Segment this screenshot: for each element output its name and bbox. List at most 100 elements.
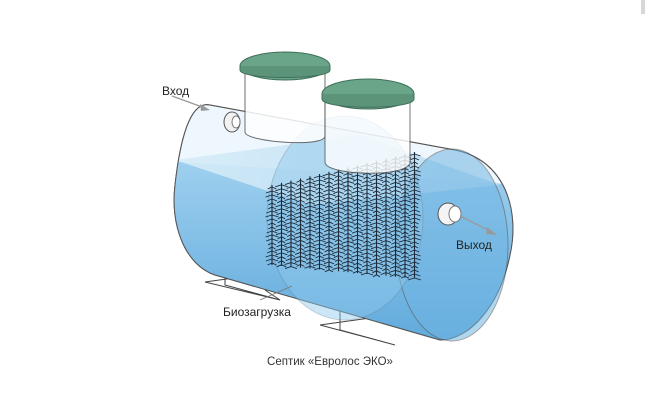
scrollbar-thumb[interactable]: [641, 0, 645, 14]
brush-bristle: [322, 173, 336, 177]
brush-bristle: [313, 175, 326, 179]
brush-bristle: [409, 197, 420, 201]
brush-bristle: [391, 261, 400, 265]
brush-bristle: [410, 205, 419, 209]
brush-bristle: [344, 232, 352, 236]
brush-bristle: [361, 252, 373, 256]
brush-bristle: [275, 252, 288, 256]
brush-bristle: [391, 197, 400, 201]
brush-bristle: [322, 193, 336, 197]
brush-bristle: [361, 244, 373, 248]
brush-bristle: [389, 273, 402, 277]
brush-bristle: [379, 256, 393, 260]
brush-bristle: [277, 236, 286, 240]
brush-bristle: [400, 235, 410, 239]
brush-bristle: [399, 215, 411, 219]
brush-bristle: [391, 193, 400, 197]
brush-bristle: [314, 215, 325, 219]
brush-bristle: [286, 206, 296, 210]
brush-bristle: [407, 277, 422, 281]
brush-bristle: [265, 190, 279, 194]
brush-bristle: [315, 255, 324, 259]
brush-bristle: [350, 234, 365, 238]
inlet-pipe: [223, 111, 241, 133]
brush-bristle: [296, 203, 305, 207]
brush-bristle: [388, 205, 403, 209]
brush-bristle: [381, 228, 391, 232]
brush-bristle: [379, 212, 393, 216]
brush-bristle: [294, 231, 307, 235]
brush-bristle: [332, 267, 345, 271]
brush-bristle: [303, 185, 317, 189]
brush-bristle: [408, 253, 421, 257]
brush-bristle: [287, 190, 295, 193]
brush-bristle: [343, 268, 353, 272]
brush-bristle: [322, 213, 336, 217]
brush-bristle: [325, 225, 333, 229]
brush-bristle: [268, 226, 276, 230]
brush-bristle: [332, 247, 345, 251]
brush-bristle: [334, 259, 343, 262]
brush-bristle: [304, 253, 316, 257]
brush-bristle: [324, 185, 334, 189]
brush-bristle: [333, 191, 344, 195]
brush-bristle: [342, 224, 354, 228]
brush-bristle: [325, 205, 333, 209]
brush-bristle: [380, 260, 392, 264]
brush-bristle: [313, 259, 326, 263]
brush-bristle: [284, 218, 298, 222]
brush-bristle: [353, 242, 362, 246]
brush-bristle: [410, 265, 419, 269]
brush-bristle: [391, 257, 400, 261]
brush-bristle: [287, 210, 295, 213]
brush-bristle: [296, 179, 305, 183]
brush-bristle: [361, 232, 373, 236]
brush-bristle: [410, 181, 419, 185]
brush-bristle: [410, 221, 419, 225]
brush-bristle: [323, 217, 335, 221]
brush-bristle: [334, 219, 343, 222]
brush-bristle: [306, 177, 314, 181]
brush-bristle: [325, 181, 333, 185]
brush-bristle: [362, 220, 372, 224]
brush-bristle: [398, 219, 412, 223]
brush-bristle: [389, 189, 402, 193]
brush-bristle: [371, 194, 382, 198]
brush-bristle: [380, 272, 392, 276]
brush-bristle: [363, 260, 371, 264]
brush-bristle: [369, 222, 384, 226]
brush-bristle: [333, 223, 344, 227]
brush-bristle: [382, 268, 390, 271]
brush-bristle: [296, 247, 305, 251]
brush-bristle: [382, 184, 390, 187]
brush-bristle: [276, 212, 287, 216]
brush-bristle: [295, 239, 306, 243]
brush-bristle: [370, 246, 383, 250]
brush-bristle: [343, 172, 353, 176]
brush-bristle: [296, 183, 305, 187]
brush-bristle: [372, 190, 381, 194]
brush-bristle: [407, 193, 422, 197]
brush-bristle: [381, 180, 391, 184]
brush-bristle: [334, 195, 343, 198]
brush-bristle: [343, 192, 353, 196]
brush-bristle: [400, 247, 410, 251]
brush-bristle: [275, 184, 288, 188]
brush-bristle: [389, 209, 402, 213]
brush-bristle: [400, 191, 410, 195]
brush-bristle: [360, 272, 374, 276]
brush-bristle: [266, 250, 278, 254]
outlet-label: Выход: [456, 238, 492, 252]
brush-bristle: [322, 253, 336, 257]
brush-bristle: [381, 220, 391, 224]
brush-bristle: [372, 186, 381, 190]
brush-bristle: [371, 214, 382, 218]
outlet-pipe: [437, 202, 462, 226]
brush-bristle: [360, 208, 374, 212]
brush-bristle: [398, 179, 412, 183]
brush-bristle: [323, 261, 335, 265]
brush-bristle: [331, 227, 346, 231]
brush-bristle: [303, 225, 317, 229]
brush-bristle: [303, 205, 317, 209]
